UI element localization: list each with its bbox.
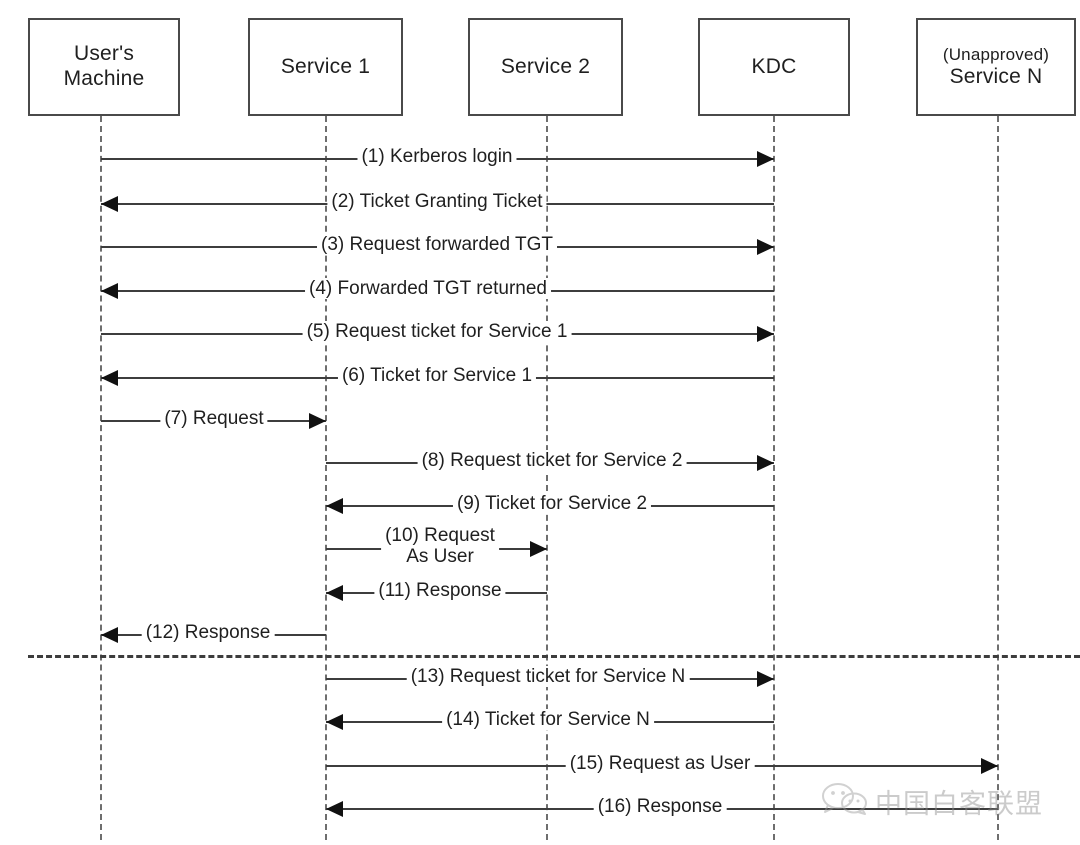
actor-label-user: User's bbox=[73, 42, 135, 66]
lifeline-service2 bbox=[546, 116, 548, 840]
arrowhead-left-12 bbox=[101, 627, 118, 643]
message-label-3: (3) Request forwarded TGT bbox=[317, 234, 557, 256]
message-label-8: (8) Request ticket for Service 2 bbox=[417, 450, 687, 472]
arrowhead-left-4 bbox=[101, 283, 118, 299]
lifeline-serviceN bbox=[997, 116, 999, 840]
arrowhead-right-1 bbox=[757, 151, 774, 167]
message-label-11: (11) Response bbox=[374, 580, 506, 602]
lifeline-service1 bbox=[325, 116, 327, 840]
actor-box-kdc: KDC bbox=[698, 18, 850, 116]
actor-label-serviceN: (Unapproved) bbox=[942, 44, 1050, 64]
message-label-2: (2) Ticket Granting Ticket bbox=[327, 191, 547, 213]
arrowhead-right-10 bbox=[530, 541, 547, 557]
message-label-9: (9) Ticket for Service 2 bbox=[452, 493, 652, 515]
arrowhead-left-16 bbox=[326, 801, 343, 817]
phase-separator bbox=[28, 655, 1080, 658]
message-label-1: (1) Kerberos login bbox=[357, 146, 517, 168]
actor-label-kdc: KDC bbox=[751, 54, 797, 78]
arrowhead-left-2 bbox=[101, 196, 118, 212]
arrowhead-left-6 bbox=[101, 370, 118, 386]
actor-box-serviceN: (Unapproved)Service N bbox=[916, 18, 1076, 116]
message-label-10: (10) Request As User bbox=[381, 525, 499, 568]
arrowhead-left-9 bbox=[326, 498, 343, 514]
arrowhead-right-3 bbox=[757, 239, 774, 255]
arrowhead-right-15 bbox=[981, 758, 998, 774]
lifeline-kdc bbox=[773, 116, 775, 840]
arrowhead-right-7 bbox=[309, 413, 326, 429]
message-label-16: (16) Response bbox=[593, 796, 727, 818]
arrowhead-right-13 bbox=[757, 671, 774, 687]
actor-box-service2: Service 2 bbox=[468, 18, 623, 116]
message-label-15: (15) Request as User bbox=[565, 753, 755, 775]
watermark-text: 中国白客联盟 bbox=[875, 789, 1043, 819]
actor-label2-serviceN: Service N bbox=[949, 64, 1043, 88]
actor-label2-user: Machine bbox=[63, 67, 145, 90]
message-label-5: (5) Request ticket for Service 1 bbox=[302, 321, 572, 343]
watermark: 中国白客联盟 bbox=[822, 782, 1043, 821]
actor-label-service2: Service 2 bbox=[500, 54, 591, 78]
arrowhead-left-11 bbox=[326, 585, 343, 601]
message-label-14: (14) Ticket for Service N bbox=[442, 709, 654, 731]
lifeline-user bbox=[100, 116, 102, 840]
wechat-icon bbox=[822, 783, 868, 820]
message-label-6: (6) Ticket for Service 1 bbox=[337, 365, 537, 387]
message-label-12: (12) Response bbox=[141, 622, 275, 644]
arrowhead-left-14 bbox=[326, 714, 343, 730]
message-label-7: (7) Request bbox=[160, 408, 268, 430]
actor-box-service1: Service 1 bbox=[248, 18, 403, 116]
actor-label-service1: Service 1 bbox=[280, 54, 371, 78]
message-label-4: (4) Forwarded TGT returned bbox=[305, 278, 551, 300]
message-label-13: (13) Request ticket for Service N bbox=[406, 666, 690, 688]
arrowhead-right-5 bbox=[757, 326, 774, 342]
arrowhead-right-8 bbox=[757, 455, 774, 471]
